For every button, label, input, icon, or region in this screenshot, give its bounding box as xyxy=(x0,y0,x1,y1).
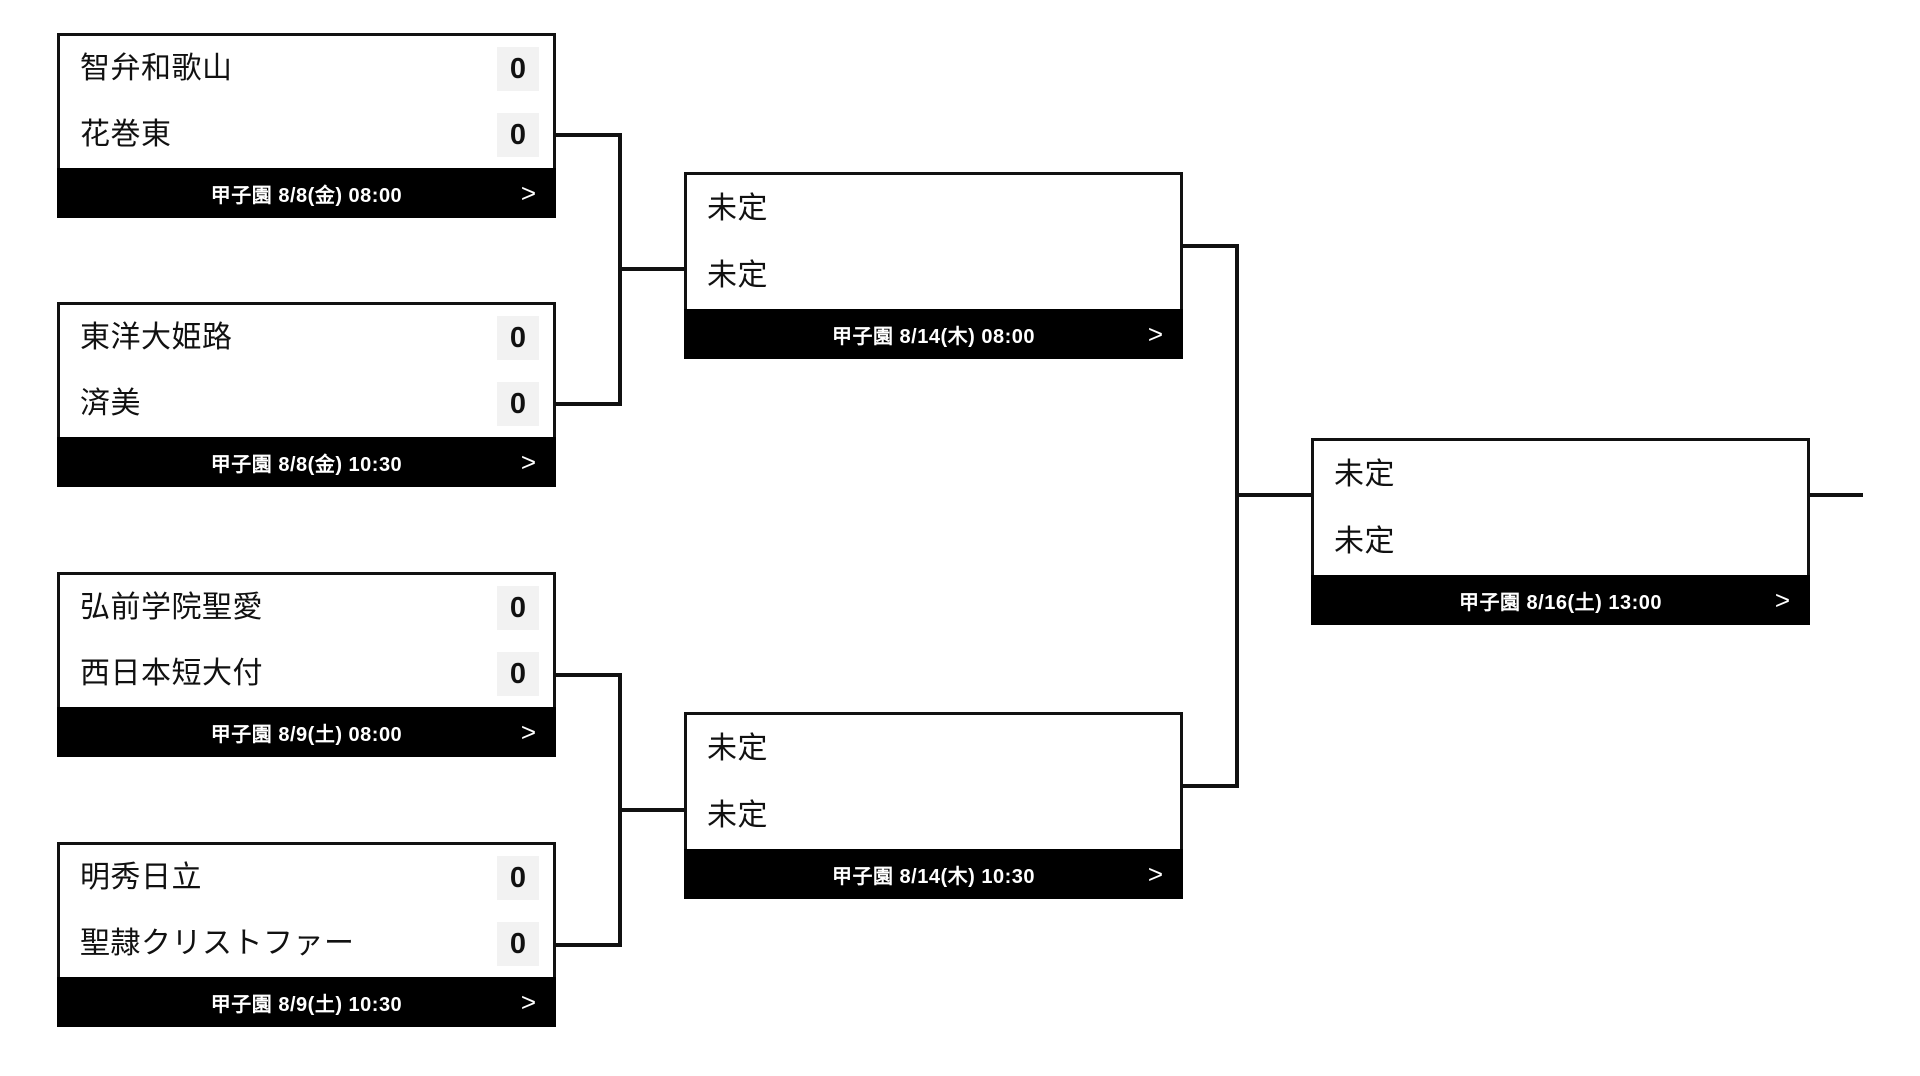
match-footer-button-sf1[interactable]: 甲子園 8/14(木) 08:00 > xyxy=(684,309,1183,359)
match-teams-sf1: 未定 未定 xyxy=(687,175,1180,309)
team-row: 未定 xyxy=(687,782,1180,849)
team-row: 花巻東 0 xyxy=(60,102,553,168)
match-schedule-label: 甲子園 8/14(木) 10:30 xyxy=(831,865,1035,888)
connector-final-stub xyxy=(1806,493,1863,497)
team-name: 未定 xyxy=(707,731,768,765)
team-row: 未定 xyxy=(687,242,1180,309)
match-schedule-label: 甲子園 8/16(土) 13:00 xyxy=(1458,591,1662,614)
match-card-qf1[interactable]: 智弁和歌山 0 花巻東 0 甲子園 8/8(金) 08:00 > xyxy=(57,33,556,218)
connector-qf2-stub xyxy=(556,402,622,406)
team-row: 未定 xyxy=(687,715,1180,782)
team-name: 智弁和歌山 xyxy=(80,52,233,85)
match-teams-final: 未定 未定 xyxy=(1314,441,1807,575)
team-score xyxy=(1124,727,1166,771)
team-name: 聖隷クリストファー xyxy=(80,927,355,960)
connector-sf1-sf2-vertical xyxy=(1235,244,1239,788)
match-teams-qf3: 弘前学院聖愛 0 西日本短大付 0 xyxy=(60,575,553,707)
team-score: 0 xyxy=(497,316,539,360)
match-card-qf4[interactable]: 明秀日立 0 聖隷クリストファー 0 甲子園 8/9(土) 10:30 > xyxy=(57,842,556,1027)
match-schedule-label: 甲子園 8/8(金) 08:00 xyxy=(210,184,403,207)
match-footer-button-final[interactable]: 甲子園 8/16(土) 13:00 > xyxy=(1311,575,1810,625)
match-schedule-label: 甲子園 8/9(土) 10:30 xyxy=(210,993,403,1016)
chevron-right-icon[interactable]: > xyxy=(520,447,536,477)
match-schedule-label: 甲子園 8/8(金) 10:30 xyxy=(210,453,403,476)
team-row: 未定 xyxy=(1314,441,1807,508)
connector-sf1-stub xyxy=(1183,244,1239,248)
match-footer-button-qf3[interactable]: 甲子園 8/9(土) 08:00 > xyxy=(57,707,556,757)
match-schedule-label: 甲子園 8/9(土) 08:00 xyxy=(210,723,403,746)
match-teams-sf2: 未定 未定 xyxy=(687,715,1180,849)
team-name: 未定 xyxy=(707,191,768,225)
team-score: 0 xyxy=(497,586,539,630)
team-score xyxy=(1124,254,1166,298)
connector-sf2-stub xyxy=(1183,784,1239,788)
connector-into-sf1 xyxy=(618,267,684,271)
chevron-right-icon[interactable]: > xyxy=(1147,319,1163,349)
team-score xyxy=(1751,453,1793,497)
team-score: 0 xyxy=(497,922,539,966)
team-score xyxy=(1751,520,1793,564)
chevron-right-icon[interactable]: > xyxy=(1147,859,1163,889)
connector-into-final xyxy=(1235,493,1311,497)
team-name: 未定 xyxy=(1334,457,1395,491)
team-name: 未定 xyxy=(1334,524,1395,558)
team-row: 弘前学院聖愛 0 xyxy=(60,575,553,641)
chevron-right-icon[interactable]: > xyxy=(520,987,536,1017)
team-row: 済美 0 xyxy=(60,371,553,437)
connector-into-sf2 xyxy=(618,808,684,812)
match-footer-button-qf1[interactable]: 甲子園 8/8(金) 08:00 > xyxy=(57,168,556,218)
match-card-qf2[interactable]: 東洋大姫路 0 済美 0 甲子園 8/8(金) 10:30 > xyxy=(57,302,556,487)
team-name: 未定 xyxy=(707,798,768,832)
team-row: 聖隷クリストファー 0 xyxy=(60,911,553,977)
team-score: 0 xyxy=(497,113,539,157)
team-score: 0 xyxy=(497,652,539,696)
team-score: 0 xyxy=(497,382,539,426)
team-name: 済美 xyxy=(80,387,141,420)
team-name: 弘前学院聖愛 xyxy=(80,591,263,624)
team-score xyxy=(1124,187,1166,231)
team-row: 未定 xyxy=(687,175,1180,242)
match-schedule-label: 甲子園 8/14(木) 08:00 xyxy=(831,325,1035,348)
match-card-sf2[interactable]: 未定 未定 甲子園 8/14(木) 10:30 > xyxy=(684,712,1183,899)
connector-qf1-stub xyxy=(556,133,622,137)
team-name: 明秀日立 xyxy=(80,861,202,894)
match-footer-button-sf2[interactable]: 甲子園 8/14(木) 10:30 > xyxy=(684,849,1183,899)
match-teams-qf4: 明秀日立 0 聖隷クリストファー 0 xyxy=(60,845,553,977)
team-name: 未定 xyxy=(707,258,768,292)
team-row: 東洋大姫路 0 xyxy=(60,305,553,371)
team-name: 西日本短大付 xyxy=(80,657,263,690)
match-card-final[interactable]: 未定 未定 甲子園 8/16(土) 13:00 > xyxy=(1311,438,1810,625)
connector-qf4-stub xyxy=(556,943,622,947)
match-footer-button-qf2[interactable]: 甲子園 8/8(金) 10:30 > xyxy=(57,437,556,487)
team-name: 東洋大姫路 xyxy=(80,321,233,354)
match-card-qf3[interactable]: 弘前学院聖愛 0 西日本短大付 0 甲子園 8/9(土) 08:00 > xyxy=(57,572,556,757)
team-row: 明秀日立 0 xyxy=(60,845,553,911)
team-score: 0 xyxy=(497,47,539,91)
connector-qf3-stub xyxy=(556,673,622,677)
chevron-right-icon[interactable]: > xyxy=(1774,585,1790,615)
team-score xyxy=(1124,794,1166,838)
match-card-sf1[interactable]: 未定 未定 甲子園 8/14(木) 08:00 > xyxy=(684,172,1183,359)
team-name: 花巻東 xyxy=(80,118,172,151)
team-row: 未定 xyxy=(1314,508,1807,575)
match-teams-qf2: 東洋大姫路 0 済美 0 xyxy=(60,305,553,437)
team-row: 西日本短大付 0 xyxy=(60,641,553,707)
chevron-right-icon[interactable]: > xyxy=(520,178,536,208)
team-row: 智弁和歌山 0 xyxy=(60,36,553,102)
team-score: 0 xyxy=(497,856,539,900)
chevron-right-icon[interactable]: > xyxy=(520,717,536,747)
match-footer-button-qf4[interactable]: 甲子園 8/9(土) 10:30 > xyxy=(57,977,556,1027)
match-teams-qf1: 智弁和歌山 0 花巻東 0 xyxy=(60,36,553,168)
